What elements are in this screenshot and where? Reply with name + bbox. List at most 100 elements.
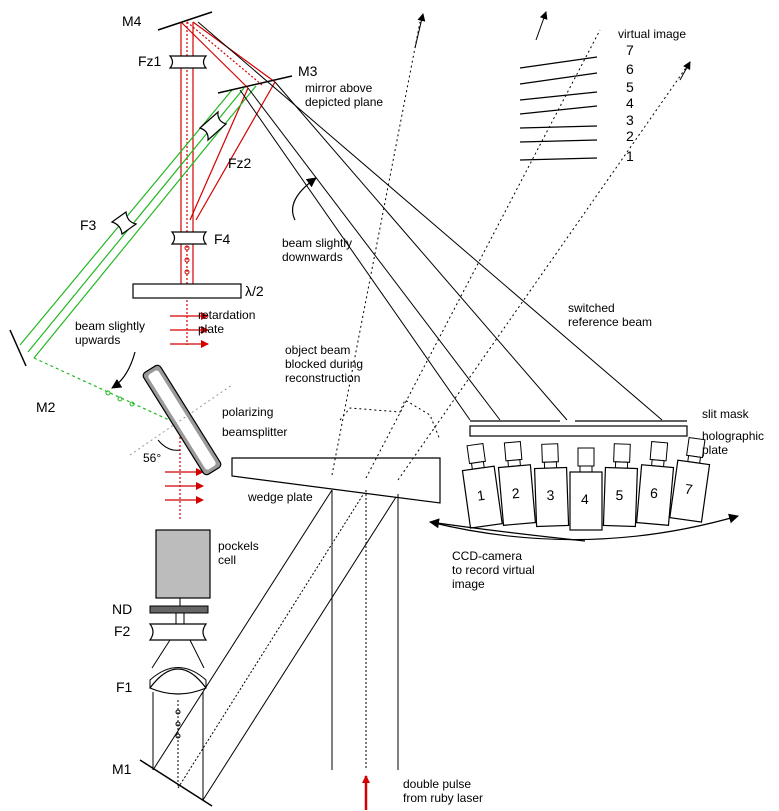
virtual-image-number: 5 (626, 79, 634, 95)
pockels-cell (155, 529, 211, 599)
mirror-m2 (9, 329, 27, 367)
label-pockels-1: pockels (218, 539, 259, 553)
virtual-image-number: 7 (626, 42, 634, 58)
virtual-ray-arrow-3 (679, 61, 691, 81)
label-laser-1: double pulse (403, 777, 471, 791)
retardation-plate (132, 283, 242, 299)
label-holo-1: holographic (702, 429, 764, 443)
lens-fz2 (198, 110, 228, 142)
ccd-camera-number: 3 (546, 487, 555, 503)
polarizing-beamsplitter (142, 364, 222, 476)
ccd-camera-number: 4 (581, 491, 589, 507)
virtual-image-number: 6 (626, 61, 634, 77)
holographic-plate (469, 425, 688, 437)
lens-f3 (110, 210, 138, 236)
label-polarizing: polarizing (222, 405, 273, 419)
beam-down-arrow (291, 177, 317, 221)
virtual-image-number: 3 (626, 112, 634, 128)
ccd-camera: 3 (533, 443, 570, 528)
label-mirror-above-2: depicted plane (305, 95, 383, 109)
label-switched-1: switched (568, 301, 615, 315)
lens-f4 (170, 231, 208, 245)
nd-filter (149, 605, 209, 614)
ccd-camera-array: 1 2 3 4 5 6 7 (461, 436, 711, 531)
laser-input-beams (331, 490, 399, 770)
mirror-m4 (157, 11, 213, 31)
ccd-camera-number: 2 (511, 485, 520, 502)
label-holo-2: plate (702, 443, 728, 457)
wedge-plate (231, 457, 441, 504)
label-f4: F4 (214, 231, 231, 247)
label-beamsplitter: beamsplitter (222, 425, 287, 439)
label-object-1: object beam (285, 343, 350, 357)
label-slit: slit mask (702, 407, 750, 421)
label-m2: M2 (36, 399, 56, 415)
ccd-camera: 6 (635, 441, 675, 526)
virtual-image-number: 2 (626, 128, 634, 144)
green-polarization-markers (105, 390, 135, 407)
label-beam-up-2: upwards (75, 333, 120, 347)
mirrors (9, 11, 293, 807)
ccd-camera-number: 1 (476, 487, 486, 504)
label-beam-down-1: beam slightly (282, 236, 352, 250)
lens-f1 (149, 668, 207, 695)
label-lambda: λ/2 (245, 283, 264, 299)
m1-to-wedge-beams (152, 489, 399, 801)
label-ccd-3: image (452, 577, 485, 591)
beam-up-arrow (111, 351, 136, 389)
virtual-image-number: 1 (626, 148, 634, 164)
ccd-camera: 1 (461, 442, 503, 529)
label-beam-down-2: downwards (282, 250, 343, 264)
lens-f2 (148, 623, 208, 641)
label-f2: F2 (114, 623, 131, 639)
virtual-image-numbers: 7 6 5 4 3 2 1 (626, 42, 634, 164)
label-m4: M4 (122, 13, 142, 29)
label-ccd-1: CCD-camera (452, 549, 522, 563)
polarization-markers (184, 245, 190, 275)
ccd-camera: 7 (669, 436, 711, 523)
label-pockels-2: cell (218, 553, 236, 567)
label-fz1: Fz1 (138, 53, 162, 69)
mirror-m3 (217, 75, 293, 94)
ccd-camera-number: 7 (684, 481, 694, 498)
label-ccd-2: to record virtual (452, 563, 535, 577)
ccd-camera-number: 5 (615, 487, 624, 503)
reference-beams (197, 21, 663, 421)
label-laser-2: from ruby laser (403, 791, 483, 805)
label-switched-2: reference beam (568, 315, 652, 329)
label-fz2: Fz2 (228, 155, 252, 171)
angle-reference-line (129, 384, 233, 456)
red-propagation-arrows (165, 312, 209, 504)
ccd-camera: 2 (497, 441, 537, 526)
label-virtual: virtual image (618, 27, 686, 41)
virtual-image-number: 4 (626, 95, 634, 111)
lens-fz1 (168, 55, 208, 69)
ccd-rotation-arrow (429, 513, 739, 541)
label-object-2: blocked during (285, 357, 363, 371)
virtual-ray-arrow-2 (535, 11, 548, 41)
label-f1: F1 (116, 679, 133, 695)
expanded-beam (151, 613, 205, 800)
angle-arc (157, 439, 181, 451)
ccd-camera: 4 (569, 447, 603, 531)
label-object-3: reconstruction (285, 371, 360, 385)
label-wedge: wedge plate (247, 490, 313, 504)
f1-polarization-markers (175, 709, 181, 739)
ccd-camera-number: 6 (650, 485, 659, 502)
label-m3: M3 (298, 63, 318, 79)
green-beam (19, 85, 257, 426)
label-angle: 56° (143, 451, 161, 465)
mirror-m1 (139, 759, 213, 807)
virtual-image-lines (519, 56, 598, 161)
ccd-camera: 5 (602, 443, 639, 528)
label-beam-up-1: beam slightly (75, 319, 145, 333)
label-m1: M1 (112, 761, 132, 777)
label-retard-1: retardation (198, 308, 255, 322)
label-f3: F3 (80, 217, 97, 233)
virtual-ray-arrow-1 (414, 13, 426, 49)
lenses-upper (110, 55, 228, 245)
label-mirror-above-1: mirror above (305, 81, 373, 95)
object-beam-dotted (331, 21, 691, 481)
labels: M4 Fz1 M3 mirror above depicted plane Fz… (36, 13, 764, 805)
